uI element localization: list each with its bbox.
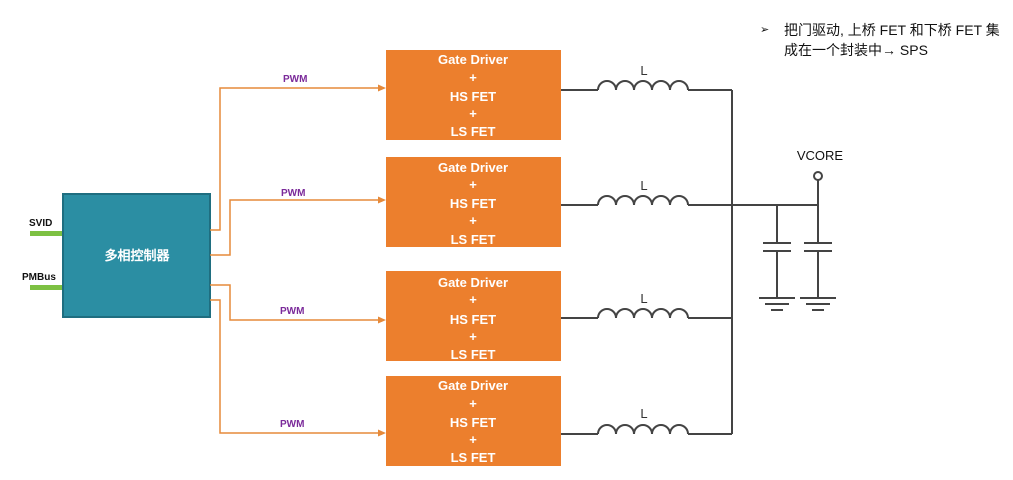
- sps-note: ➢ 把门驱动, 上桥 FET 和下桥 FET 集成在一个封装中→ SPS: [760, 20, 1005, 60]
- plus-sign: +: [469, 432, 477, 447]
- plus-sign: +: [469, 329, 477, 344]
- gate-driver-text-4: Gate Driver + HS FET + LS FET: [438, 378, 508, 465]
- pwm-arrow-2: [378, 196, 386, 204]
- pwm-wire-4: [210, 299, 380, 434]
- gate-driver-label: Gate Driver: [438, 378, 508, 393]
- inductor-label-4: L: [640, 406, 647, 421]
- pwm-label-3: PWM: [280, 306, 304, 317]
- inductor-coil-3: [597, 308, 689, 319]
- svid-label: SVID: [29, 218, 52, 229]
- pwm-label-4: PWM: [280, 419, 304, 430]
- plus-sign: +: [469, 292, 477, 307]
- hs-fet-label: HS FET: [450, 196, 496, 211]
- inductor-label-2: L: [640, 178, 647, 193]
- pwm-label-1: PWM: [283, 74, 307, 85]
- gate-driver-label: Gate Driver: [438, 52, 508, 67]
- pwm-label-2: PWM: [281, 188, 305, 199]
- inductor-coil-2: [597, 195, 689, 206]
- pwm-wire-1: [210, 87, 380, 231]
- vcore-terminal: [813, 171, 823, 181]
- svid-input-bar: [30, 231, 64, 236]
- pmbus-input-bar: [30, 285, 64, 290]
- sps-note-text: 把门驱动, 上桥 FET 和下桥 FET 集成在一个封装中→ SPS: [784, 22, 1000, 58]
- vcore-label: VCORE: [797, 148, 844, 163]
- plus-sign: +: [469, 213, 477, 228]
- capacitor-2: [804, 242, 832, 252]
- ground-symbol-1: [759, 297, 795, 311]
- pwm-arrowheads: [378, 84, 386, 437]
- ground-symbol-2: [800, 297, 836, 311]
- gate-driver-box-2: [386, 157, 561, 247]
- hs-fet-label: HS FET: [450, 312, 496, 327]
- pmbus-label: PMBus: [22, 272, 56, 283]
- inductor-label-1: L: [640, 63, 647, 78]
- gate-driver-box-1: [386, 50, 561, 140]
- plus-sign: +: [469, 106, 477, 121]
- ls-fet-label: LS FET: [451, 347, 496, 362]
- gate-driver-text-2: Gate Driver + HS FET + LS FET: [438, 160, 508, 247]
- pwm-wire-2: [210, 199, 380, 256]
- plus-sign: +: [469, 70, 477, 85]
- inductor-wiring: [561, 80, 818, 435]
- controller-label: 多相控制器: [104, 248, 170, 263]
- gate-driver-label: Gate Driver: [438, 160, 508, 175]
- arrow-bullet-icon: ➢: [760, 24, 770, 36]
- gate-driver-box-3: [386, 271, 561, 361]
- plus-sign: +: [469, 177, 477, 192]
- pwm-arrow-3: [378, 316, 386, 324]
- ls-fet-label: LS FET: [451, 450, 496, 465]
- inductor-coil-4: [597, 424, 689, 435]
- pwm-wire-3: [210, 284, 380, 321]
- gate-driver-text-1: Gate Driver + HS FET + LS FET: [438, 52, 508, 139]
- ls-fet-label: LS FET: [451, 232, 496, 247]
- multiphase-controller: [62, 193, 211, 318]
- inductor-coil-1: [597, 80, 689, 91]
- gate-driver-label: Gate Driver: [438, 275, 508, 290]
- plus-sign: +: [469, 396, 477, 411]
- pwm-arrow-1: [378, 84, 386, 92]
- gate-driver-box-4: [386, 376, 561, 466]
- inductor-label-3: L: [640, 291, 647, 306]
- gate-driver-text-3: Gate Driver + HS FET + LS FET: [438, 275, 508, 362]
- hs-fet-label: HS FET: [450, 89, 496, 104]
- capacitor-1: [763, 242, 791, 252]
- ls-fet-label: LS FET: [451, 124, 496, 139]
- pwm-wires: [210, 87, 380, 434]
- pwm-arrow-4: [378, 429, 386, 437]
- output-filter: [759, 180, 836, 311]
- hs-fet-label: HS FET: [450, 415, 496, 430]
